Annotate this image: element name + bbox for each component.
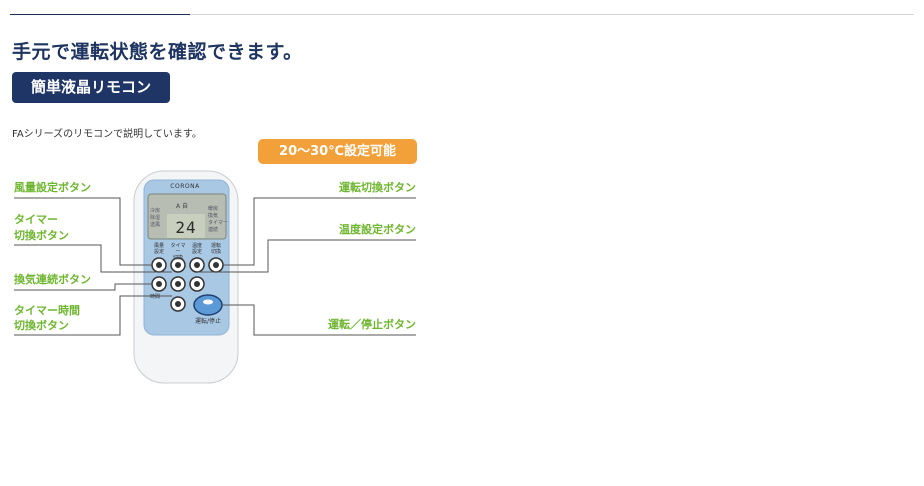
temp-down-button-dot <box>194 281 200 287</box>
label-timer-time-line2: 切換ボタン <box>14 319 69 332</box>
section-rule <box>190 14 914 15</box>
label-power-button: 運転／停止ボタン <box>328 318 416 331</box>
timer-down-button-dot <box>175 301 181 307</box>
button-caption-fan: 風量 設定 <box>153 243 164 255</box>
callout-fan <box>14 197 152 266</box>
timer-up-button-dot <box>175 281 181 287</box>
callout-mode <box>223 197 416 266</box>
label-vent-button: 換気連続ボタン <box>14 273 91 286</box>
mode-button-dot <box>213 262 219 268</box>
temperature-range-badge: 20〜30℃設定可能 <box>258 139 417 164</box>
button-caption-time: 時間 <box>150 294 161 300</box>
callout-vent <box>14 283 152 291</box>
temp-up-button-dot <box>194 262 200 268</box>
caption-note: FAシリーズのリモコンで説明しています。 <box>12 129 202 140</box>
lcd-digit-area <box>167 214 205 238</box>
callout-timer-time <box>14 295 172 336</box>
label-timer-time-line1: タイマー時間 <box>14 304 80 317</box>
display-mode: A 自 <box>175 203 188 210</box>
section-rule-accent <box>10 14 190 15</box>
display-indicator: 除湿 <box>150 215 161 221</box>
display-temperature: 24 <box>175 218 197 237</box>
display-indicator: 連続 <box>208 227 219 233</box>
display-indicator: タイマー <box>208 220 229 226</box>
display-indicator: 暖房 <box>208 206 219 212</box>
display-left-indicators: 冷房 除湿 送風 <box>150 208 160 229</box>
display-right-indicators: 暖房 換気 タイマー 連続 <box>208 206 228 234</box>
power-button-highlight <box>203 299 213 305</box>
fan-button-dot <box>156 262 162 268</box>
timer-switch-button-dot <box>175 262 181 268</box>
button-caption-timer: タイマー 切換 <box>170 243 186 261</box>
vent-button-dot <box>156 281 162 287</box>
feature-badge: 簡単液晶リモコン <box>12 72 170 103</box>
power-button[interactable] <box>193 294 223 316</box>
label-timer-button-line2: 切換ボタン <box>14 229 69 242</box>
button-caption-mode: 運転 切換 <box>210 243 221 255</box>
section-headline: 手元で運転状態を確認できます。 <box>12 41 303 63</box>
callout-power <box>222 304 416 336</box>
label-temp-button: 温度設定ボタン <box>339 223 416 236</box>
display-indicator: 送風 <box>150 222 161 228</box>
label-fan-button: 風量設定ボタン <box>14 181 91 194</box>
button-caption-temp: 温度 設定 <box>191 243 202 255</box>
label-timer-button-line1: タイマー <box>14 213 58 226</box>
display-indicator: 換気 <box>208 213 219 219</box>
power-button-caption: 運転/停止 <box>194 318 222 325</box>
callout-temp <box>197 239 416 273</box>
label-mode-button: 運転切換ボタン <box>339 181 416 194</box>
remote-brand: CORONA <box>170 183 200 190</box>
display-indicator: 冷房 <box>150 208 161 214</box>
callout-timer <box>14 244 172 273</box>
